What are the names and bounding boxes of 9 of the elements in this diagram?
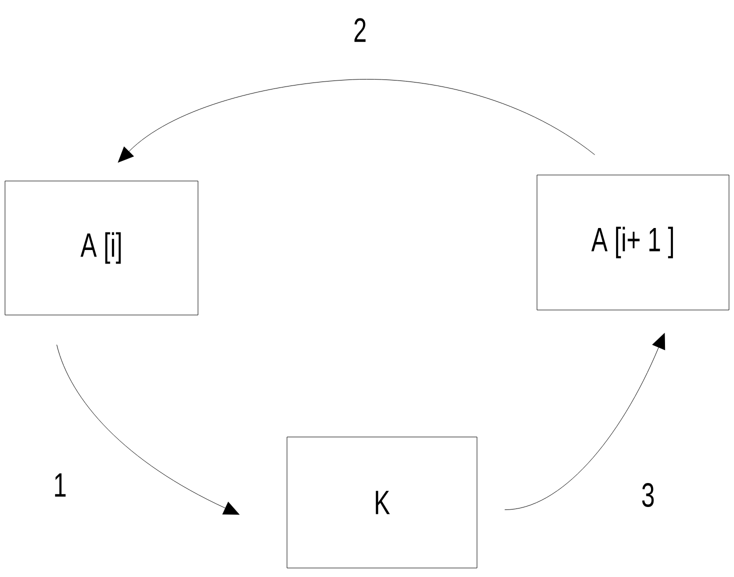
- process-box: K: [286, 436, 478, 568]
- arrow: [118, 79, 595, 163]
- edge-label: 2: [354, 18, 366, 42]
- edge-label: 1: [55, 473, 66, 497]
- process-box: A [i]: [4, 180, 198, 316]
- process-box: A [i+ 1 ]: [536, 174, 730, 310]
- arrow: [504, 333, 666, 510]
- edge-label: 3: [642, 483, 654, 507]
- arrow: [56, 344, 240, 515]
